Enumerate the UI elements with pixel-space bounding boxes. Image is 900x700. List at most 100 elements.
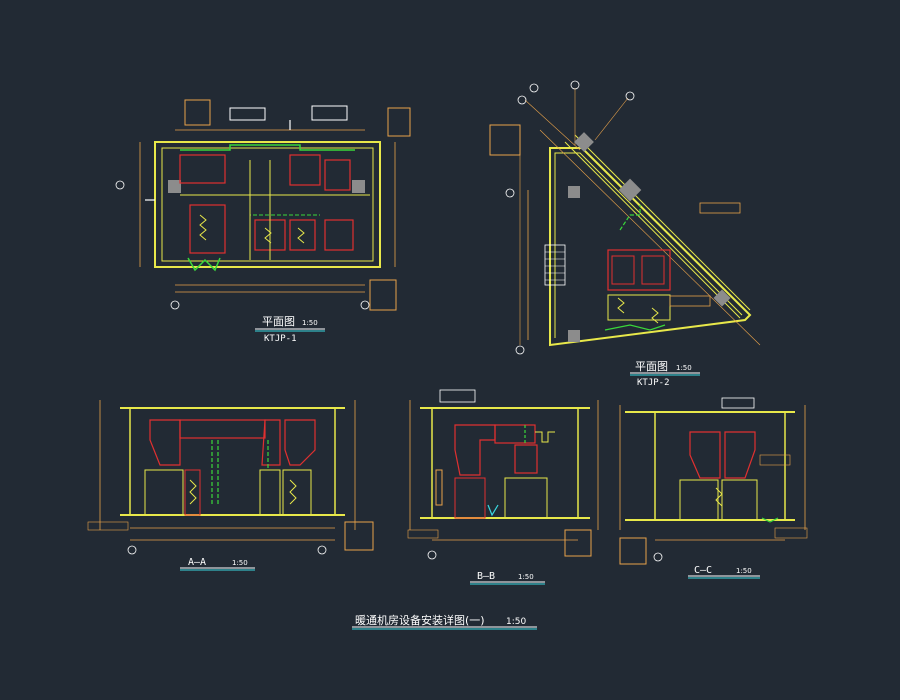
plan2-unit-base — [607, 294, 671, 321]
secA-unit-3 — [259, 469, 281, 516]
secC-note-box-3 — [619, 537, 647, 565]
plan2-coil-1 — [617, 297, 625, 314]
secA-duct-main — [179, 419, 266, 439]
plan2-stair — [544, 244, 566, 286]
plan1-wall-outer — [154, 141, 381, 268]
secB-unit-1 — [454, 477, 486, 519]
plan1-ahu-3 — [324, 159, 351, 191]
secC-title: C—C — [694, 565, 712, 576]
plan2-scale: 1:50 — [676, 364, 692, 372]
secC-scale: 1:50 — [736, 567, 752, 575]
plan1-scale: 1:50 — [302, 319, 318, 327]
plan2-pipe-green — [619, 205, 641, 231]
sheet-title-block: 暖通机房设备安装详图(一) 1:50 — [352, 613, 537, 630]
secC-duct-2 — [724, 431, 756, 479]
secA-unit-1 — [144, 469, 184, 516]
plan2-note-box-3 — [669, 295, 711, 307]
plan1-unit-6 — [289, 219, 316, 251]
plan-view-2: 平面图 1:50 KTJP-2 — [489, 80, 761, 388]
plan1-note-box-5 — [369, 279, 397, 311]
plan2-diagonal-dim — [539, 129, 761, 346]
secA-unit-4 — [282, 469, 312, 516]
secC-note-box-4 — [774, 527, 808, 539]
plan2-pipe-bottom — [604, 324, 666, 331]
plan1-title: 平面图 — [262, 315, 295, 328]
secB-duct-main — [494, 424, 536, 444]
plan2-diagonal-2 — [574, 134, 751, 311]
plan1-column-2 — [352, 180, 365, 193]
plan2-title: 平面图 — [635, 360, 668, 373]
plan2-axis-line-1 — [524, 99, 581, 151]
secA-unit-2 — [184, 469, 201, 516]
plan1-axis-marker-left — [115, 180, 125, 190]
plan2-ahu-section-2 — [641, 255, 665, 285]
plan1-axis-marker-bottom-left — [170, 300, 180, 310]
plan2-note-box-2 — [699, 202, 741, 214]
secA-coil-1 — [189, 479, 197, 505]
plan1-unit-4 — [189, 204, 226, 254]
plan1-code: KTJP-1 — [264, 334, 297, 344]
plan1-note-box-4 — [387, 107, 411, 137]
plan2-note-box-1 — [489, 124, 521, 156]
secB-duct-2 — [514, 444, 538, 474]
sheet-title-scale: 1:50 — [506, 617, 526, 627]
secB-damper — [535, 431, 555, 443]
plan1-note-box-1 — [184, 99, 211, 126]
plan2-axis-marker-4 — [625, 91, 635, 101]
section-a-a: A—A 1:50 — [87, 400, 374, 571]
secC-unit-2 — [721, 479, 758, 521]
secB-note-box-3 — [407, 529, 439, 539]
plan2-wall-outer — [549, 147, 752, 347]
secC-axis-marker — [653, 552, 663, 562]
sheet-title: 暖通机房设备安装详图(一) — [355, 613, 485, 627]
secA-note-box-1 — [344, 521, 374, 551]
secB-scale: 1:50 — [518, 573, 534, 581]
plan2-diagonal-1 — [564, 141, 741, 319]
secA-duct-1 — [149, 419, 181, 466]
plan2-column-5 — [568, 330, 580, 342]
plan2-axis-marker-6 — [515, 345, 525, 355]
plan-view-1: 平面图 1:50 KTJP-1 — [115, 99, 411, 344]
plan1-coil-3 — [297, 227, 305, 244]
plan2-wall-inner — [554, 152, 743, 338]
plan1-ahu-1 — [179, 154, 226, 184]
plan1-note-box-2 — [229, 107, 266, 121]
plan2-axis-marker-2 — [529, 83, 539, 93]
plan1-unit-7 — [324, 219, 354, 251]
secC-note-box-2 — [759, 454, 791, 466]
secB-axis-marker — [427, 550, 437, 560]
section-b-b: B—B 1:50 — [407, 389, 599, 585]
plan2-axis-line-3 — [594, 97, 629, 141]
secA-coil-2 — [289, 479, 297, 505]
plan1-note-box-3 — [311, 105, 348, 121]
plan2-axis-marker-5 — [505, 188, 515, 198]
secC-duct-1 — [689, 431, 721, 479]
secC-note-box-1 — [721, 397, 755, 409]
secC-unit-1 — [679, 479, 719, 521]
secB-note-box-2 — [564, 529, 592, 557]
plan1-coil-1 — [199, 214, 207, 241]
plan2-column-3 — [713, 289, 731, 307]
secB-note-box-1 — [439, 389, 476, 403]
plan2-ahu — [607, 249, 671, 291]
secB-duct-1 — [454, 424, 496, 476]
secB-ladder — [435, 469, 443, 506]
plan1-ahu-2 — [289, 154, 321, 186]
secA-title: A—A — [188, 557, 206, 568]
secA-duct-3 — [284, 419, 316, 466]
secC-pipe-green — [761, 517, 779, 523]
plan2-coil-2 — [651, 307, 659, 324]
secA-axis-marker-right — [317, 545, 327, 555]
plan1-pipe-dashed — [249, 170, 320, 216]
secB-unit-2 — [504, 477, 548, 519]
secA-duct-2 — [261, 419, 281, 466]
plan2-ahu-section-1 — [611, 255, 635, 285]
secA-axis-marker-left — [127, 545, 137, 555]
secA-scale: 1:50 — [232, 559, 248, 567]
secC-coil — [715, 487, 723, 507]
plan2-code: KTJP-2 — [637, 378, 670, 388]
secB-pipe-cyan — [487, 504, 499, 517]
secB-title: B—B — [477, 571, 495, 582]
